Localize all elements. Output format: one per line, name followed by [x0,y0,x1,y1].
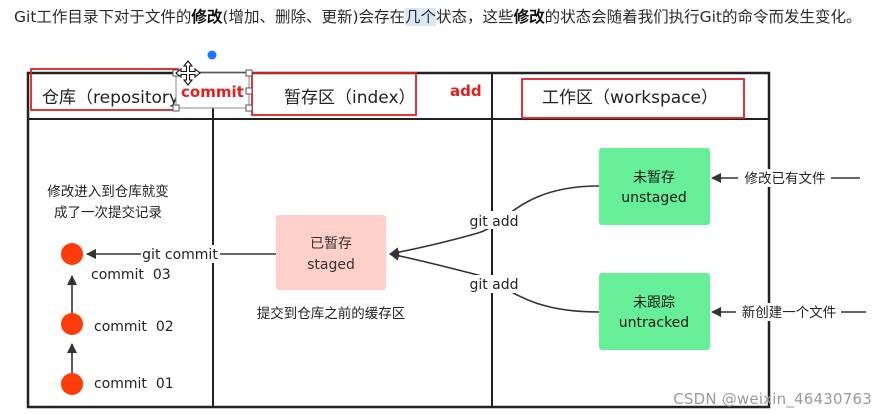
workspace-header-box [521,78,745,119]
intro-text-3: 状态，这些 [436,8,514,26]
intro-paragraph: Git工作目录下对于文件的修改(增加、删除、更新)会存在几个状态，这些修改的状态… [14,4,879,31]
staged-box [276,215,386,290]
workspace-header: 工作区（workspace） [542,88,718,108]
commit-02-label: commit 02 [94,319,174,335]
git-add-label-2: git add [469,277,518,293]
new-file-label: 新创建一个文件 [742,305,837,321]
resize-handle-bl[interactable] [172,104,180,112]
repo-note-line2: 成了一次提交记录 [54,204,162,221]
staged-label-en: staged [307,257,355,273]
commit-01-dot [61,373,83,395]
resize-handle-r[interactable] [245,87,253,95]
git-commit-label-bg [141,245,220,263]
untracked-box [599,273,710,350]
repository-header: 仓库（repository） [42,88,196,108]
commit-01-label: commit 01 [94,376,174,392]
add-action-label: add [450,82,482,100]
unstaged-label-en: unstaged [621,190,687,206]
intro-text-1: Git工作目录下对于文件的 [14,8,192,26]
untracked-label-cn: 未跟踪 [633,295,675,311]
intro-text-2: (增加、删除、更新)会存在 [222,8,406,26]
csdn-watermark: CSDN @weixin_46430763 [673,390,872,408]
commit-textbox-selection[interactable] [175,72,250,109]
modify-existing-label: 修改已有文件 [745,171,826,187]
intro-text-4: 的状态会随着我们执行Git的命令而发生变化。 [544,8,862,26]
git-add-label-2-bg [468,275,522,293]
intro-bold-2: 修改 [513,8,545,26]
git-add-label-1-bg [468,211,522,229]
resize-handle-tr[interactable] [245,69,253,77]
intro-bold-1: 修改 [191,8,223,26]
move-cursor-icon [175,60,201,86]
repo-note-line1: 修改进入到仓库就变 [47,184,169,200]
rotate-handle[interactable] [207,50,217,60]
git-add-label-1: git add [469,214,518,230]
git-add-unstaged-arrow [389,185,600,258]
unstaged-box [599,148,710,225]
index-header: 暂存区（index） [284,88,416,108]
intro-highlight: 几个 [405,8,437,26]
resize-handle-br[interactable] [245,104,253,112]
git-commit-label: git commit [142,247,218,263]
commit-02-dot [61,313,83,335]
modify-existing-label-bg [738,169,831,187]
commit-action-label: commit [181,83,244,101]
untracked-label-en: untracked [619,315,689,331]
staged-label-cn: 已暂存 [310,236,352,252]
commit-03-label: commit 03 [91,267,171,283]
diagram-frame [26,71,771,409]
commit-03-dot [61,243,83,265]
unstaged-label-cn: 未暂存 [633,170,675,186]
staging-note: 提交到仓库之前的缓存区 [257,305,406,322]
new-file-label-bg [736,303,841,321]
